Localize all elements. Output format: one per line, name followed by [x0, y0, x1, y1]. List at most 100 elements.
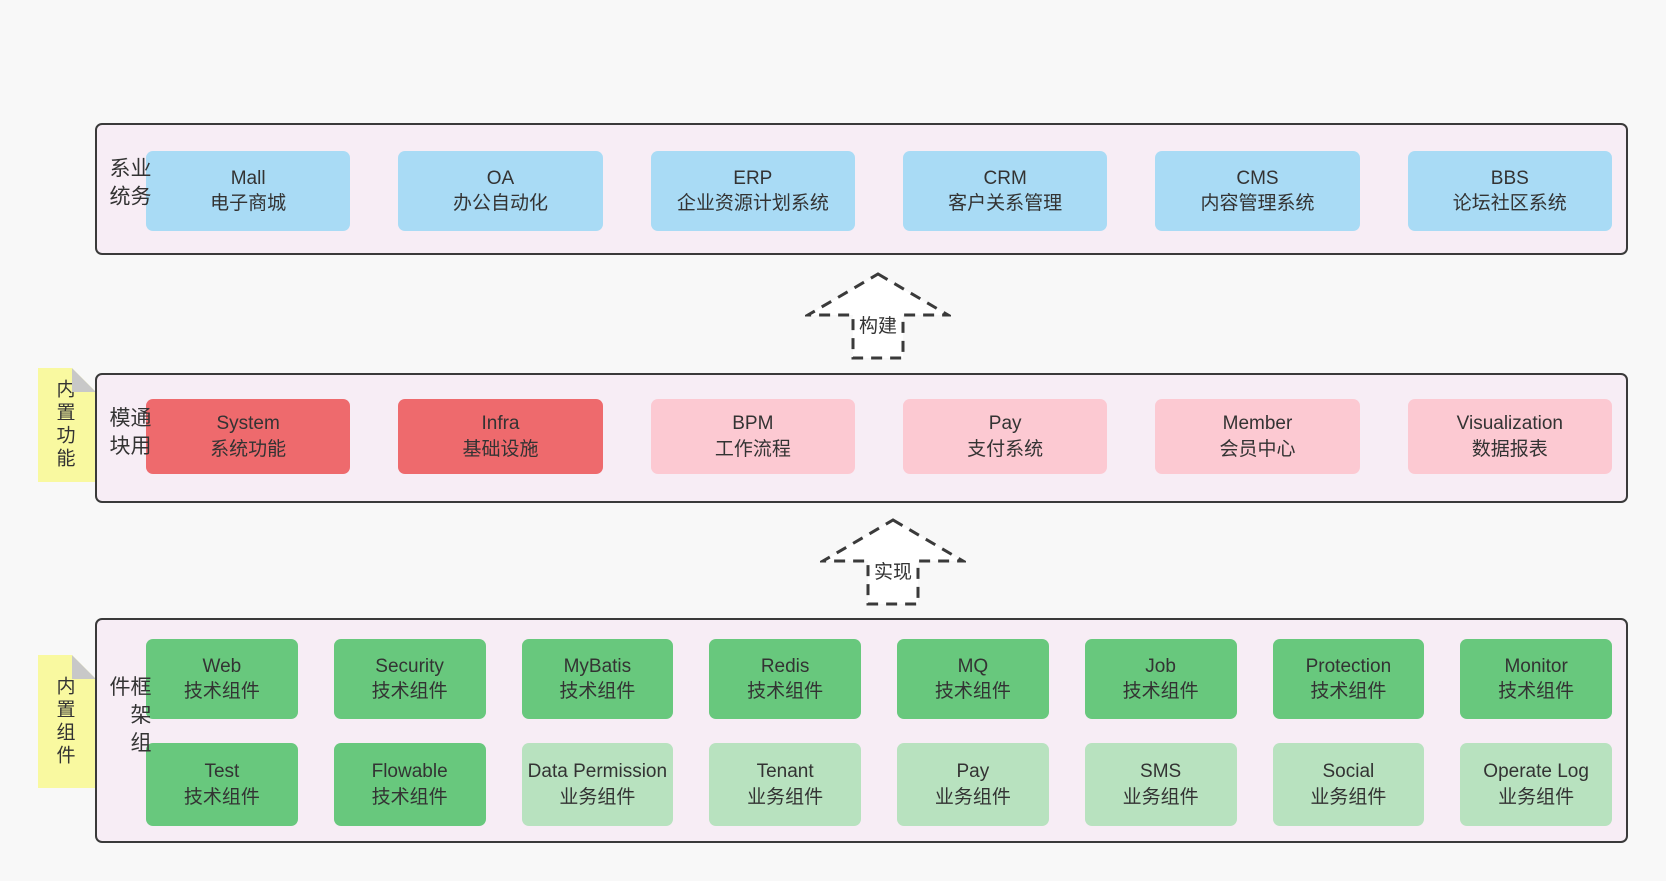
- box-subtitle: 技术组件: [1498, 681, 1575, 702]
- box-subtitle: 数据报表: [1471, 438, 1548, 460]
- box-test: Test 技术组件: [146, 743, 298, 826]
- box-security: Security 技术组件: [333, 639, 486, 719]
- band-label: 通用模块: [107, 406, 151, 463]
- box-subtitle: 系统功能: [210, 438, 287, 460]
- box-monitor: Monitor 技术组件: [1460, 639, 1612, 719]
- box-subtitle: 业务组件: [747, 786, 824, 808]
- box-subtitle: 支付系统: [967, 438, 1044, 460]
- box-title: SMS: [1140, 761, 1182, 783]
- box-mall: Mall 电子商城: [146, 151, 351, 231]
- arrow-label: 实现: [871, 557, 915, 584]
- box-title: CMS: [1236, 167, 1279, 189]
- box-flowable: Flowable 技术组件: [333, 743, 486, 826]
- box-title: BPM: [732, 413, 774, 435]
- box-mybatis: MyBatis 技术组件: [521, 639, 674, 719]
- box-subtitle: 企业资源计划系统: [676, 193, 829, 214]
- box-crm: CRM 客户关系管理: [902, 151, 1108, 231]
- box-title: MQ: [957, 655, 989, 677]
- box-title: ERP: [733, 167, 773, 189]
- band-common-modules: 通用模块 System 系统功能 Infra 基础设施 BPM 工作流程 Pay…: [95, 373, 1628, 503]
- band-framework-components: 框架组件 Web 技术组件 Security 技术组件 MyBatis 技术组件…: [95, 618, 1628, 843]
- box-subtitle: 业务组件: [934, 786, 1011, 808]
- box-tenant: Tenant 业务组件: [709, 743, 861, 826]
- box-title: Pay: [956, 761, 990, 783]
- box-title: Mall: [230, 167, 266, 189]
- box-member: Member 会员中心: [1155, 399, 1360, 474]
- box-redis: Redis 技术组件: [709, 639, 861, 719]
- box-subtitle: 技术组件: [934, 681, 1011, 702]
- box-pay: Pay 支付系统: [902, 399, 1108, 474]
- box-social: Social 业务组件: [1272, 743, 1425, 826]
- arrow-build: 构建: [805, 271, 951, 361]
- box-subtitle: 技术组件: [183, 681, 260, 702]
- box-title: Data Permission: [527, 761, 668, 783]
- arrow-implement: 实现: [820, 517, 966, 607]
- box-title: Operate Log: [1483, 761, 1589, 783]
- band-business-systems: 业务系统 Mall 电子商城 OA 办公自动化 ERP 企业资源计划系统 CRM…: [95, 123, 1628, 255]
- box-visualization: Visualization 数据报表: [1407, 399, 1612, 474]
- box-subtitle: 业务组件: [1498, 786, 1575, 808]
- box-oa: OA 办公自动化: [398, 151, 603, 231]
- box-title: Monitor: [1504, 655, 1568, 677]
- box-subtitle: 基础设施: [462, 438, 539, 460]
- component-box-row-2: Test 技术组件 Flowable 技术组件 Data Permission …: [146, 719, 1612, 826]
- folded-corner: [72, 368, 96, 392]
- box-subtitle: 技术组件: [1310, 681, 1387, 702]
- box-subtitle: 工作流程: [714, 438, 791, 460]
- box-title: Social: [1322, 761, 1375, 783]
- box-operate-log: Operate Log 业务组件: [1460, 743, 1612, 826]
- box-subtitle: 会员中心: [1219, 438, 1296, 460]
- box-title: Web: [202, 655, 242, 677]
- box-title: OA: [486, 167, 515, 189]
- box-title: Pay: [988, 413, 1022, 435]
- module-box-row: System 系统功能 Infra 基础设施 BPM 工作流程 Pay 支付系统…: [146, 375, 1612, 474]
- box-title: Protection: [1305, 655, 1392, 677]
- box-subtitle: 业务组件: [559, 786, 636, 808]
- note-label: 内置组件: [53, 675, 75, 768]
- box-subtitle: 技术组件: [371, 786, 448, 808]
- arrow-label: 构建: [856, 311, 900, 338]
- box-subtitle: 电子商城: [210, 193, 287, 214]
- box-subtitle: 技术组件: [747, 681, 824, 702]
- box-infra: Infra 基础设施: [398, 399, 603, 474]
- box-subtitle: 技术组件: [559, 681, 636, 702]
- box-title: BBS: [1490, 167, 1529, 189]
- box-data-permission: Data Permission 业务组件: [521, 743, 674, 826]
- box-cms: CMS 内容管理系统: [1155, 151, 1360, 231]
- box-title: System: [216, 413, 280, 435]
- folded-corner: [72, 655, 96, 679]
- band-label: 业务系统: [107, 157, 151, 213]
- box-title: Member: [1222, 413, 1293, 435]
- box-subtitle: 论坛社区系统: [1452, 193, 1567, 214]
- box-title: Test: [204, 761, 240, 783]
- box-title: Security: [375, 655, 444, 677]
- box-system: System 系统功能: [146, 399, 351, 474]
- box-title: Infra: [481, 413, 520, 435]
- box-job: Job 技术组件: [1084, 639, 1237, 719]
- box-title: Flowable: [371, 761, 448, 783]
- box-title: CRM: [983, 167, 1027, 189]
- box-bbs: BBS 论坛社区系统: [1407, 151, 1612, 231]
- box-title: Tenant: [756, 761, 814, 783]
- box-erp: ERP 企业资源计划系统: [650, 151, 855, 231]
- box-web: Web 技术组件: [146, 639, 298, 719]
- box-subtitle: 办公自动化: [452, 193, 548, 214]
- box-subtitle: 技术组件: [371, 681, 448, 702]
- box-title: MyBatis: [563, 655, 632, 677]
- box-mq: MQ 技术组件: [897, 639, 1049, 719]
- sticky-note-built-in-components: 内置组件: [38, 655, 96, 788]
- box-title: Visualization: [1456, 413, 1563, 435]
- box-protection: Protection 技术组件: [1272, 639, 1425, 719]
- note-label: 内置功能: [53, 379, 75, 471]
- box-pay-component: Pay 业务组件: [897, 743, 1049, 826]
- box-bpm: BPM 工作流程: [650, 399, 855, 474]
- band-label: 框架组件: [107, 675, 151, 760]
- box-sms: SMS 业务组件: [1084, 743, 1237, 826]
- component-box-row-1: Web 技术组件 Security 技术组件 MyBatis 技术组件 Redi…: [146, 620, 1612, 719]
- box-subtitle: 技术组件: [1122, 681, 1199, 702]
- box-subtitle: 客户关系管理: [948, 193, 1063, 214]
- box-subtitle: 内容管理系统: [1200, 193, 1315, 214]
- business-box-row: Mall 电子商城 OA 办公自动化 ERP 企业资源计划系统 CRM 客户关系…: [146, 125, 1612, 231]
- sticky-note-built-in-features: 内置功能: [38, 368, 96, 482]
- box-subtitle: 业务组件: [1122, 786, 1199, 808]
